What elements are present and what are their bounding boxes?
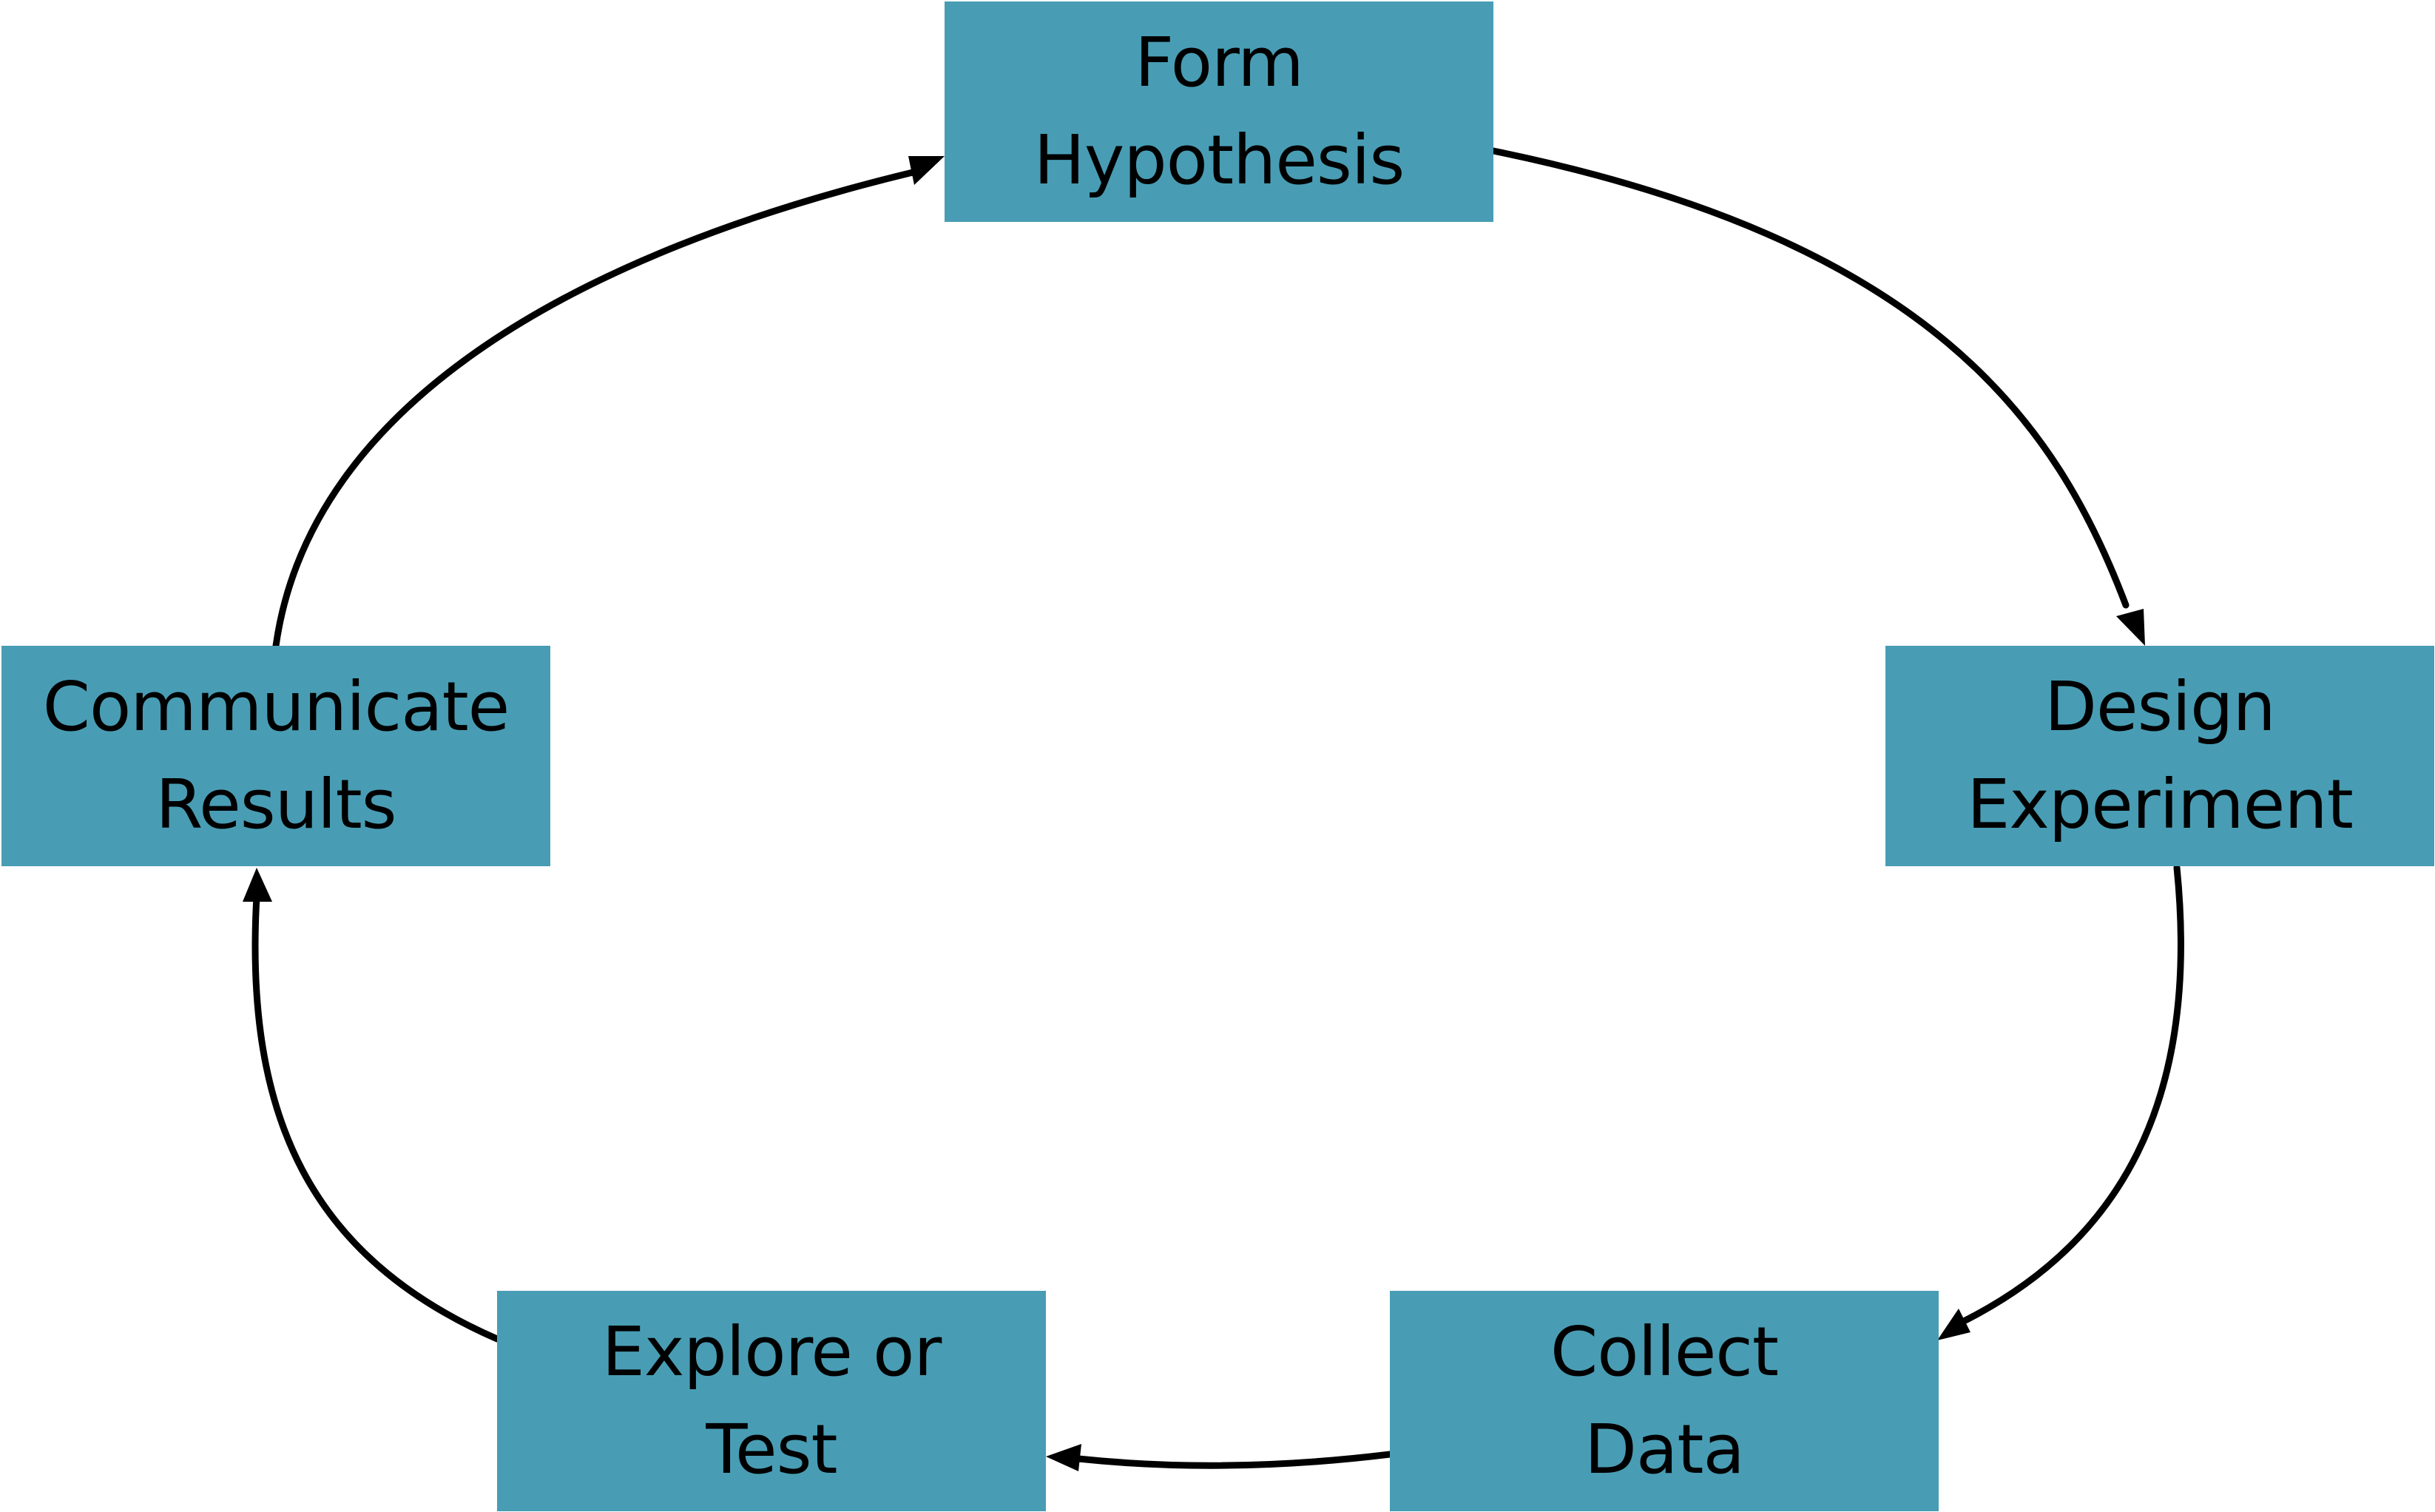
step-design-experiment: Design Experiment (1885, 646, 2434, 866)
step-collect-data: Collect Data (1390, 1291, 1939, 1511)
arrow-explore-or-test-to-communicate-results (243, 868, 501, 1343)
arrow-design-experiment-to-collect-data (1937, 864, 2184, 1340)
step-label-line: Results (155, 765, 396, 844)
step-label-line: Design (2044, 667, 2276, 746)
arrow-communicate-results-to-form-hypothesis (272, 156, 945, 649)
step-label-line: Communicate (42, 667, 510, 746)
step-label-line: Data (1584, 1410, 1745, 1489)
step-label-line: Collect (1550, 1312, 1779, 1391)
arrow-collect-data-to-explore-or-test (1046, 1444, 1394, 1471)
step-form-hypothesis: Form Hypothesis (945, 1, 1493, 222)
step-label-line: Form (1135, 23, 1304, 102)
step-label-line: Hypothesis (1033, 121, 1405, 200)
step-label-line: Explore or (601, 1312, 942, 1391)
arrow-form-hypothesis-to-design-experiment (1490, 147, 2145, 646)
step-label-line: Experiment (1967, 765, 2354, 844)
step-explore-or-test: Explore or Test (497, 1291, 1046, 1511)
step-communicate-results: Communicate Results (1, 646, 550, 866)
step-label-line: Test (706, 1410, 837, 1489)
